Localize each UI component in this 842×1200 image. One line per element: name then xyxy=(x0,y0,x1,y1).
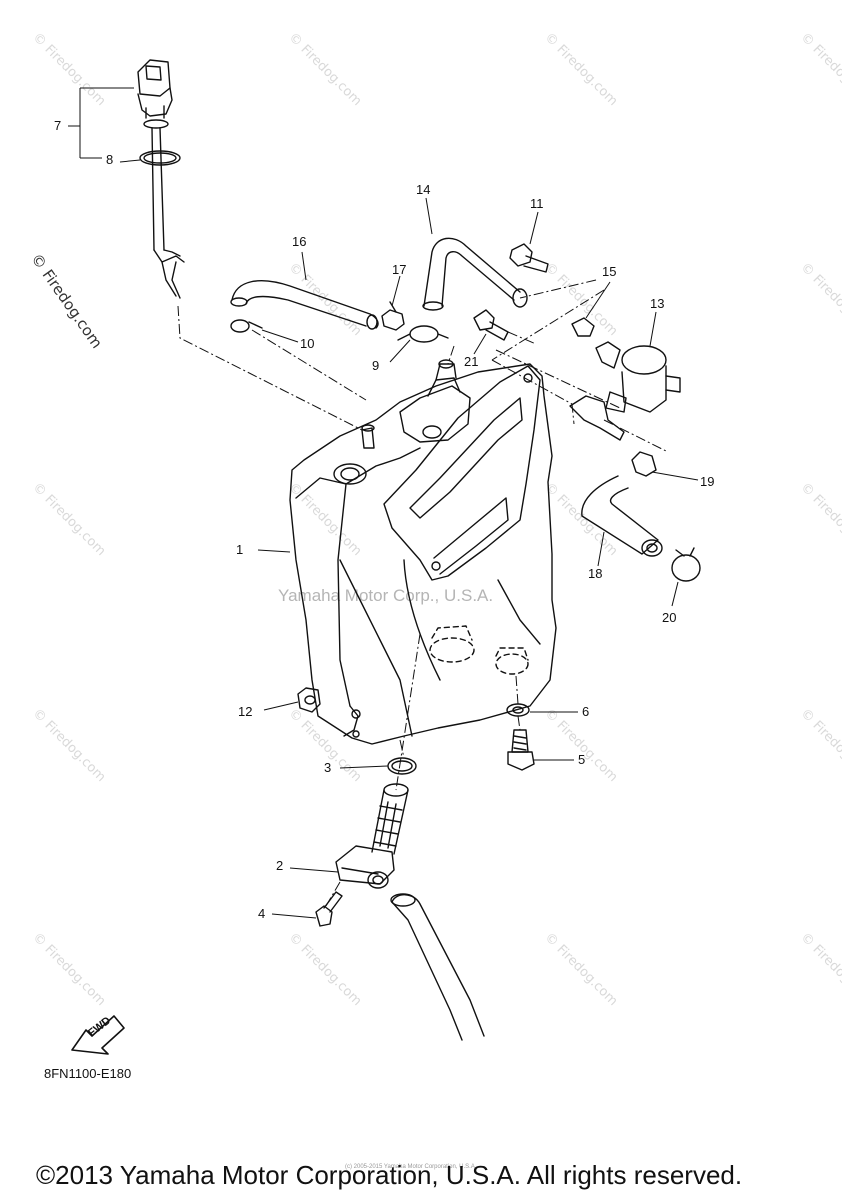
callout-20: 20 xyxy=(662,610,677,625)
callout-10: 10 xyxy=(300,336,315,351)
diagram-code: 8FN1100-E180 xyxy=(44,1066,132,1081)
bolt-11 xyxy=(509,243,549,273)
callout-3: 3 xyxy=(324,760,332,775)
clamp-19 xyxy=(631,451,657,477)
callout-2: 2 xyxy=(276,858,284,873)
clamp-15 xyxy=(571,317,595,337)
hose-18 xyxy=(581,475,663,557)
cap-20 xyxy=(671,547,701,582)
bolt-4 xyxy=(315,891,343,927)
hose-14 xyxy=(422,237,528,311)
fwd-arrow-icon xyxy=(71,1015,125,1055)
callout-7: 7 xyxy=(54,118,62,133)
dipstick-cap-part xyxy=(137,59,185,299)
center-watermark: Yamaha Motor Corp., U.S.A. xyxy=(278,586,494,605)
drain-bolt-5 xyxy=(507,729,535,771)
callout-11: 11 xyxy=(530,196,544,211)
callout-5: 5 xyxy=(578,752,586,767)
tiny-copyright-note: (c) 2005-2015 Yamaha Motor Corporation, … xyxy=(345,1164,477,1170)
copyright-footer: ©2013 Yamaha Motor Corporation, U.S.A. A… xyxy=(36,1160,743,1190)
o-ring-3 xyxy=(387,757,417,775)
callout-18: 18 xyxy=(588,566,603,581)
check-valve-13 xyxy=(569,341,681,441)
bolt-21 xyxy=(473,309,509,341)
oil-tank-1 xyxy=(289,359,557,745)
lower-hose xyxy=(390,893,485,1041)
strainer-pipe-2 xyxy=(335,783,409,889)
callout-19: 19 xyxy=(700,474,715,489)
callout-6: 6 xyxy=(582,704,590,719)
callout-13: 13 xyxy=(650,296,665,311)
callout-16: 16 xyxy=(292,234,307,249)
callout-8: 8 xyxy=(106,152,114,167)
hidden-outlets xyxy=(429,625,529,675)
callout-17: 17 xyxy=(392,262,407,277)
nut-12 xyxy=(297,687,321,713)
breather-hose-16 xyxy=(230,280,379,330)
clamp-10 xyxy=(230,319,263,333)
callout-14: 14 xyxy=(416,182,431,197)
callout-12: 12 xyxy=(238,704,253,719)
leader-lines xyxy=(68,87,699,919)
callout-21: 21 xyxy=(464,354,479,369)
callout-1: 1 xyxy=(236,542,244,557)
clamp-17 xyxy=(381,301,405,331)
clamp-9 xyxy=(397,325,449,343)
centerlines xyxy=(177,279,669,907)
callout-15: 15 xyxy=(602,264,617,279)
callout-4: 4 xyxy=(258,906,266,921)
callout-9: 9 xyxy=(372,358,380,373)
